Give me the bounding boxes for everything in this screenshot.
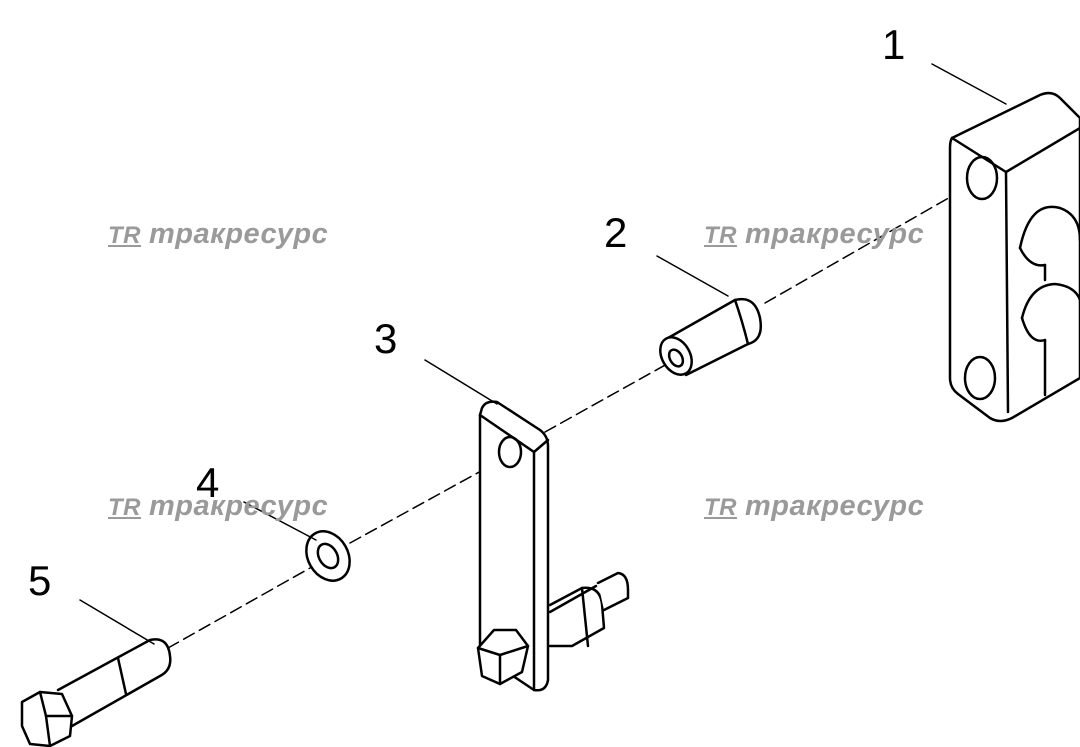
watermark-text: тракресурс xyxy=(149,218,329,250)
callout-1: 1 xyxy=(882,21,906,68)
callout-2: 2 xyxy=(604,209,628,256)
callout-3: 3 xyxy=(374,315,398,362)
part-1-clamp-block xyxy=(948,91,1080,423)
part-2-bushing xyxy=(659,297,762,377)
leader-lines xyxy=(79,63,1007,645)
watermark-logo: TR xyxy=(108,494,141,521)
part-5-bolt xyxy=(20,638,172,747)
watermark-text: тракресурс xyxy=(745,490,925,522)
watermark: TR тракресурс xyxy=(108,490,328,523)
watermark-text: тракресурс xyxy=(745,218,925,250)
watermark-text: тракресурс xyxy=(149,490,329,522)
watermark: TR тракресурс xyxy=(704,490,924,523)
watermark-logo: TR xyxy=(704,222,737,249)
watermark-logo: TR xyxy=(108,222,141,249)
part-3-lever-plate xyxy=(476,400,630,692)
watermark-logo: TR xyxy=(704,494,737,521)
watermark: TR тракресурс xyxy=(704,218,924,251)
watermark: TR тракресурс xyxy=(108,218,328,251)
callout-4: 4 xyxy=(196,459,220,506)
callout-5: 5 xyxy=(28,557,52,604)
part-4-washer xyxy=(305,530,351,582)
